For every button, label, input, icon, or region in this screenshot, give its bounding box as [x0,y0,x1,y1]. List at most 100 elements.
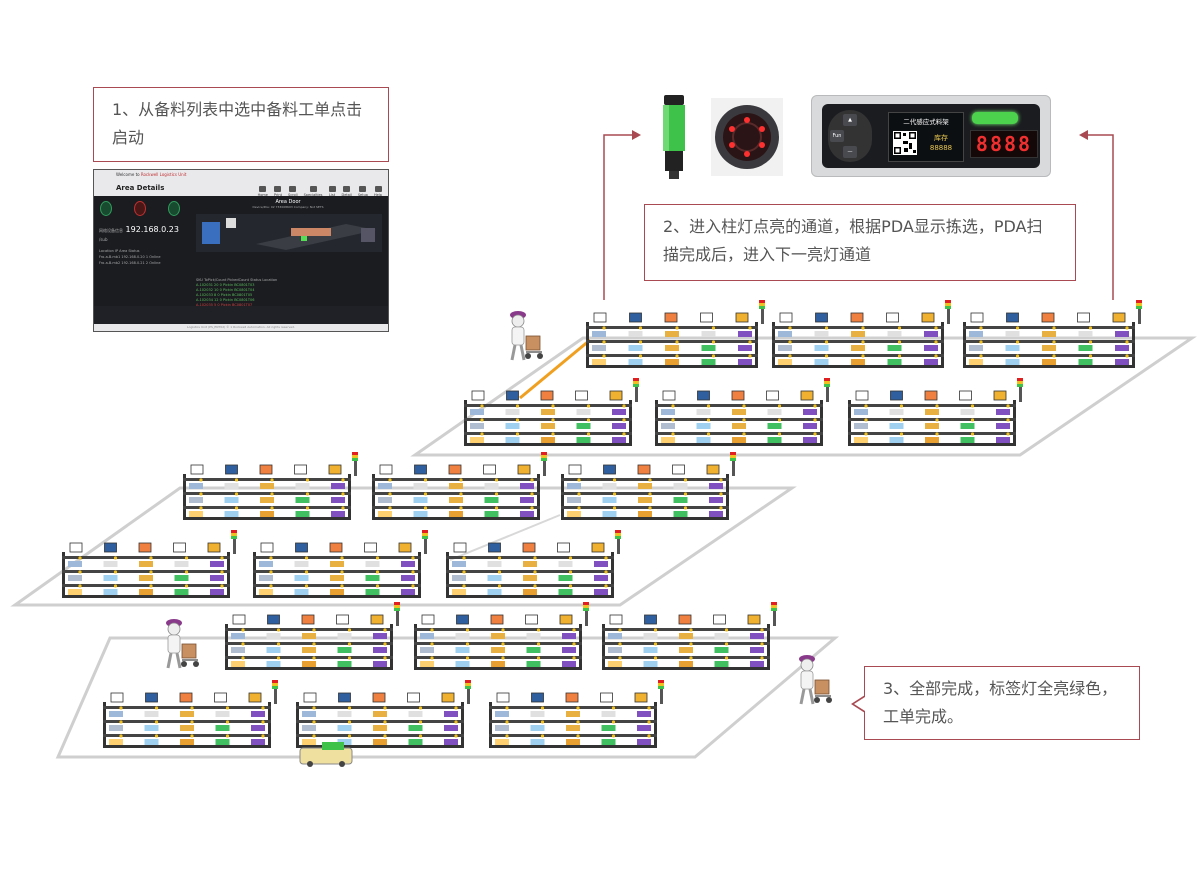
tag-light [312,734,316,738]
table-row[interactable]: A-102031 20 0 Pickin BC0801T03 [196,283,255,287]
menu-print-label: Print [273,193,282,197]
shelf-beam [655,418,823,421]
top-box [248,692,262,703]
lamp-yellow [945,303,951,306]
status-circle-icon[interactable] [168,201,180,216]
top-box [490,614,504,625]
table-row[interactable]: A-102034 12 0 Pickin BC0801T06 [196,298,255,302]
shelf-bin [215,711,230,717]
tag-light [465,656,470,660]
lamp-pole [761,306,764,324]
shelf-bin [373,725,387,731]
shelf-bin [709,497,723,503]
shelf-bin [337,711,352,717]
device-row[interactable]: Fro-a-B.mb1 192.168.0.20 1 Online [99,255,161,259]
tag-light [1125,326,1129,330]
menu-setup[interactable]: Setup [358,186,368,197]
lamp-pole [773,608,776,626]
app-bottom-toolbar [94,306,388,324]
tag-light [671,404,675,408]
shelf-bin [452,589,466,595]
tag-light [577,492,581,496]
menu-help[interactable]: Help [374,186,382,197]
table-row[interactable]: A-102035 5 0 Pickin BC0801T07 [196,303,253,307]
tag-light [347,628,352,632]
shelf-bin [696,437,711,443]
fun-key[interactable]: Fun [830,130,844,142]
tag-light [383,720,387,724]
scroll-icon [289,186,297,192]
shelf-bin [1115,345,1129,351]
shelf-bin [231,647,245,653]
shelf-bin [628,345,643,351]
worker-box [525,335,541,351]
lamp-green [658,686,664,689]
tag-light [551,432,555,436]
tag-light [501,642,505,646]
shelf-bin [567,497,581,503]
lamp-yellow [1136,303,1142,306]
scene-cart [361,228,375,242]
shelf-bin [714,647,729,653]
menu-print[interactable]: Print [274,186,282,197]
status-circle-icon[interactable] [134,201,146,216]
shelf-beam [414,656,582,659]
menu-scroll[interactable]: Scroll [288,186,298,197]
shelf-bin [215,725,230,731]
menu-list[interactable]: List [328,186,336,197]
shelf-beam [183,506,351,509]
shelf-bin [373,633,387,639]
shelf-base [446,595,614,598]
tag-light [970,432,975,436]
shelf-bin [295,483,310,489]
worker-icon [510,311,543,361]
shelf-beam [296,706,464,709]
shelf-bin [444,711,458,717]
shelf-base [225,667,393,670]
shelf-post [183,474,186,520]
tag-light [304,556,309,560]
tag-light [184,584,189,588]
shelf-bin [523,561,537,567]
table-row[interactable]: A-102033 8 0 Pickin BC0801T05 [196,293,253,297]
shelf-bin [449,483,463,489]
shelf-bin [523,589,537,595]
shelf-bin [224,497,239,503]
lamp-green [824,384,830,387]
lamp-red [422,530,428,533]
down-key-icon[interactable]: — [843,146,857,158]
shelf-bin [189,497,203,503]
shelf-bin [1042,345,1056,351]
up-key-icon[interactable]: ▲ [843,114,857,126]
tag-light [604,570,608,574]
shelf-base [62,595,230,598]
shelf-bin [295,497,310,503]
status-circle-icon[interactable] [100,201,112,216]
tag-light [462,556,466,560]
shelf-bin [408,711,423,717]
tag-lcd: 二代感应式料架 库存 88888 [888,112,964,162]
shelf-base [464,443,632,446]
top-box [747,614,761,625]
table-row[interactable]: A-102032 10 0 Pickin BC0801T04 [196,288,255,292]
tag-light [462,570,466,574]
tag-light [689,642,693,646]
menu-detail[interactable]: Detail [342,186,352,197]
shelf-bin [969,331,983,337]
shelf-bin [643,633,658,639]
lamp-green [394,608,400,611]
lamp-red [730,452,736,455]
menu-home[interactable]: Home [258,186,268,197]
top-box [267,614,280,625]
shelf-bin [767,409,782,415]
shelf-bin [709,511,723,517]
shelf-bin [889,437,904,443]
menu-specialties[interactable]: Specialties [304,186,323,197]
shelf-unit [296,680,471,748]
shelf-bin [638,483,652,489]
tag-light [604,584,608,588]
device-row[interactable]: Fro-a-B.mb2 192.168.0.21 2 Online [99,261,161,265]
tag-light [383,628,387,632]
tag-light [119,706,123,710]
shelf-post [537,474,540,520]
